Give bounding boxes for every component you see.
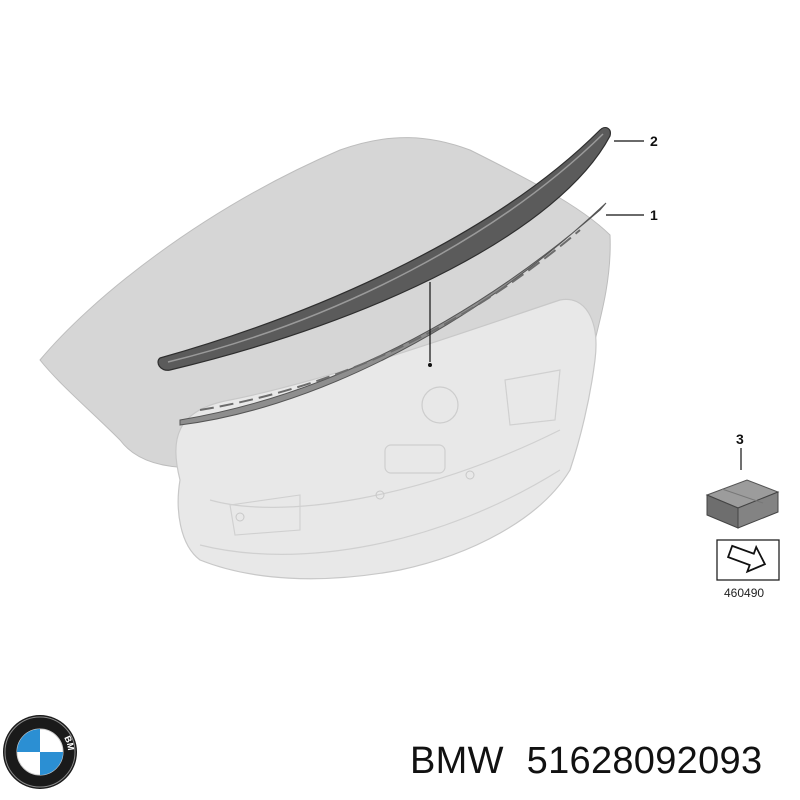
callout-3-number: 3 [736, 431, 744, 447]
leader-dot-center [428, 363, 432, 367]
reference-symbol [716, 539, 780, 581]
brand-name: BMW [410, 740, 504, 782]
part-number: 51628092093 [526, 740, 763, 782]
reference-code: 460490 [724, 586, 764, 600]
rear-spoiler [157, 126, 611, 371]
trunk-moulding-strip [179, 202, 607, 426]
part-number-caption: BMW 51628092093 [410, 740, 762, 783]
callout-2-number: 2 [650, 133, 658, 149]
parts-box-icon [705, 479, 780, 529]
callout-1-number: 1 [650, 207, 658, 223]
bmw-logo: BMW [0, 0, 77, 789]
